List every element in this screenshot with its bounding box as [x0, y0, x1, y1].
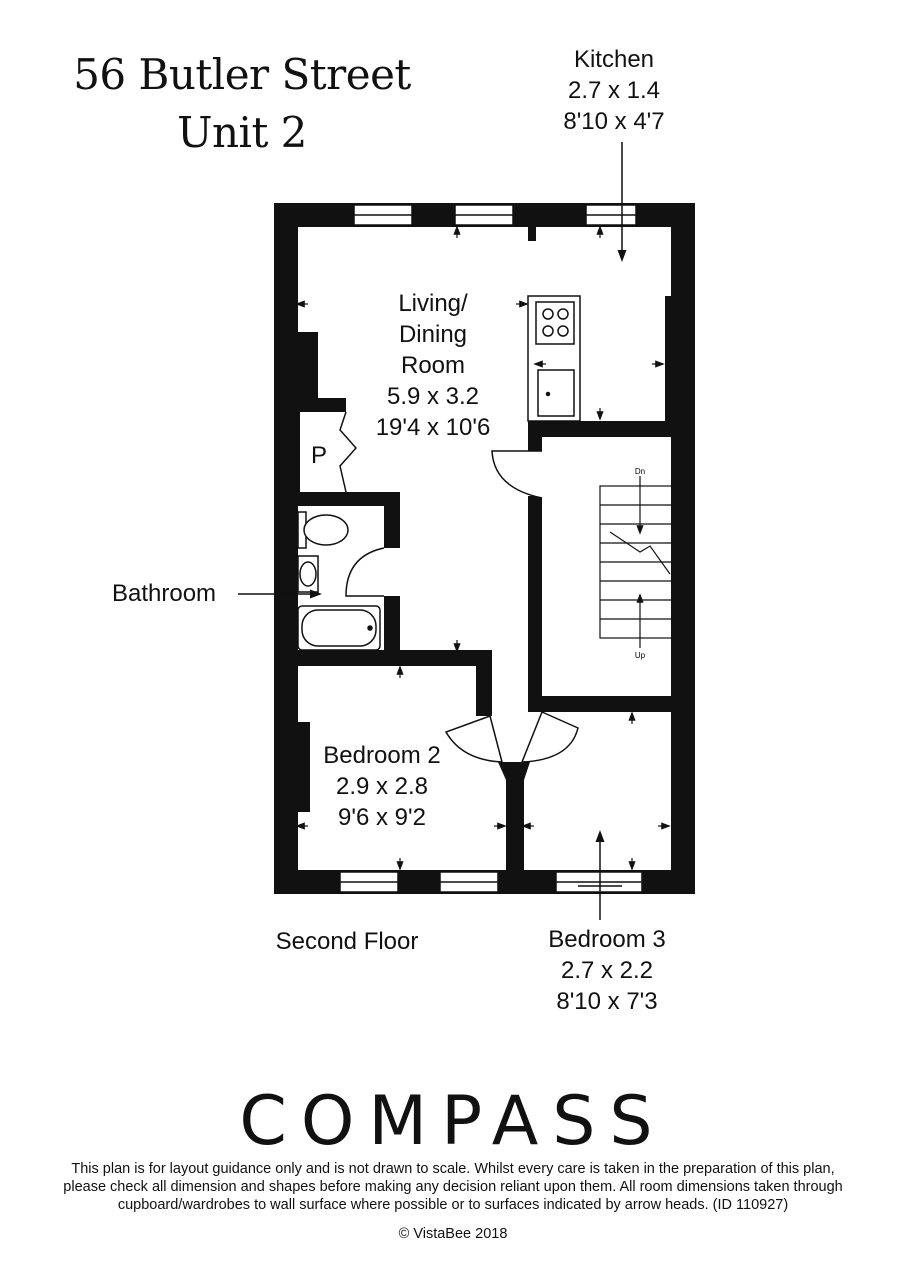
bedroom-2-name: Bedroom 2	[323, 742, 441, 769]
living-name-3: Room	[400, 352, 466, 379]
inner-walls	[296, 227, 671, 870]
kitchen-metric: 2.7 x 1.4	[567, 77, 661, 104]
bedroom-3-imperial: 8'10 x 7'3	[556, 988, 658, 1015]
leader-lines	[238, 142, 627, 920]
staircase	[599, 476, 673, 648]
compass-logo-text: COMPASS	[239, 1082, 667, 1161]
living-name-1: Living/	[398, 290, 468, 317]
bedroom-3-label: Bedroom 3 2.7 x 2.2 8'10 x 7'3	[532, 924, 682, 1017]
bedroom-3-name: Bedroom 3	[548, 926, 666, 953]
pantry-door	[339, 411, 358, 493]
bedroom-2-metric: 2.9 x 2.8	[335, 773, 429, 800]
compass-logo: COMPASS	[0, 1082, 906, 1161]
disclaimer-line-1: This plan is for layout guidance only an…	[71, 1161, 835, 1177]
address-line-2: Unit 2	[177, 108, 307, 157]
floor-label: Second Floor	[275, 928, 419, 955]
bathroom-label: Bathroom	[112, 580, 217, 607]
windows-top	[353, 204, 637, 226]
address-line-1: 56 Butler Street	[73, 50, 411, 99]
windows-bottom	[339, 871, 643, 893]
bathroom-fixtures	[297, 511, 381, 651]
bedroom-2-label: Bedroom 2 2.9 x 2.8 9'6 x 9'2	[312, 740, 452, 833]
bedroom-2-imperial: 9'6 x 9'2	[338, 804, 426, 831]
living-metric: 5.9 x 3.2	[386, 383, 480, 410]
bedroom-3-metric: 2.7 x 2.2	[560, 957, 654, 984]
door-swings	[345, 450, 579, 763]
disclaimer-line-3: cupboard/wardrobes to wall surface where…	[117, 1197, 789, 1213]
disclaimer-line-2: please check all dimension and shapes be…	[63, 1179, 843, 1195]
kitchen-imperial: 8'10 x 4'7	[563, 108, 665, 135]
copyright: © VistaBee 2018	[398, 1226, 508, 1242]
pantry-label: P	[310, 442, 327, 469]
dimension-arrows	[295, 225, 671, 871]
kitchen-counter	[527, 295, 581, 422]
stairs-up-label: Up	[635, 651, 646, 660]
kitchen-name: Kitchen	[573, 46, 655, 73]
kitchen-label: Kitchen 2.7 x 1.4 8'10 x 4'7	[534, 44, 694, 137]
living-name-2: Dining	[398, 321, 468, 348]
disclaimer: This plan is for layout guidance only an…	[0, 1160, 906, 1214]
stairs-down-label: Dn	[635, 467, 645, 476]
living-dining-label: Living/ Dining Room 5.9 x 3.2 19'4 x 10'…	[358, 288, 508, 443]
living-imperial: 19'4 x 10'6	[375, 414, 491, 441]
